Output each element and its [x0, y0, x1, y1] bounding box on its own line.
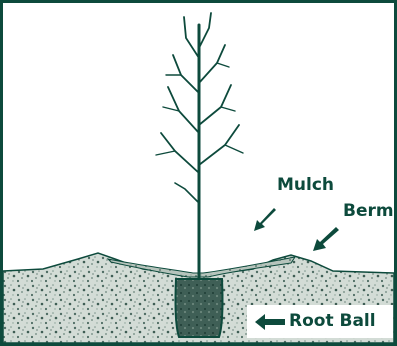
- root-ball-label: Root Ball: [289, 313, 376, 330]
- berm-arrow-icon: [313, 227, 339, 251]
- planting-illustration: [3, 3, 394, 343]
- tree: [156, 13, 243, 278]
- root-ball: [175, 279, 222, 337]
- left-arrow-icon: [253, 312, 287, 332]
- mulch-arrow-icon: [254, 208, 276, 231]
- root-ball-callout: Root Ball: [247, 305, 393, 338]
- berm-label: Berm: [343, 203, 394, 220]
- mulch-label: Mulch: [277, 177, 334, 194]
